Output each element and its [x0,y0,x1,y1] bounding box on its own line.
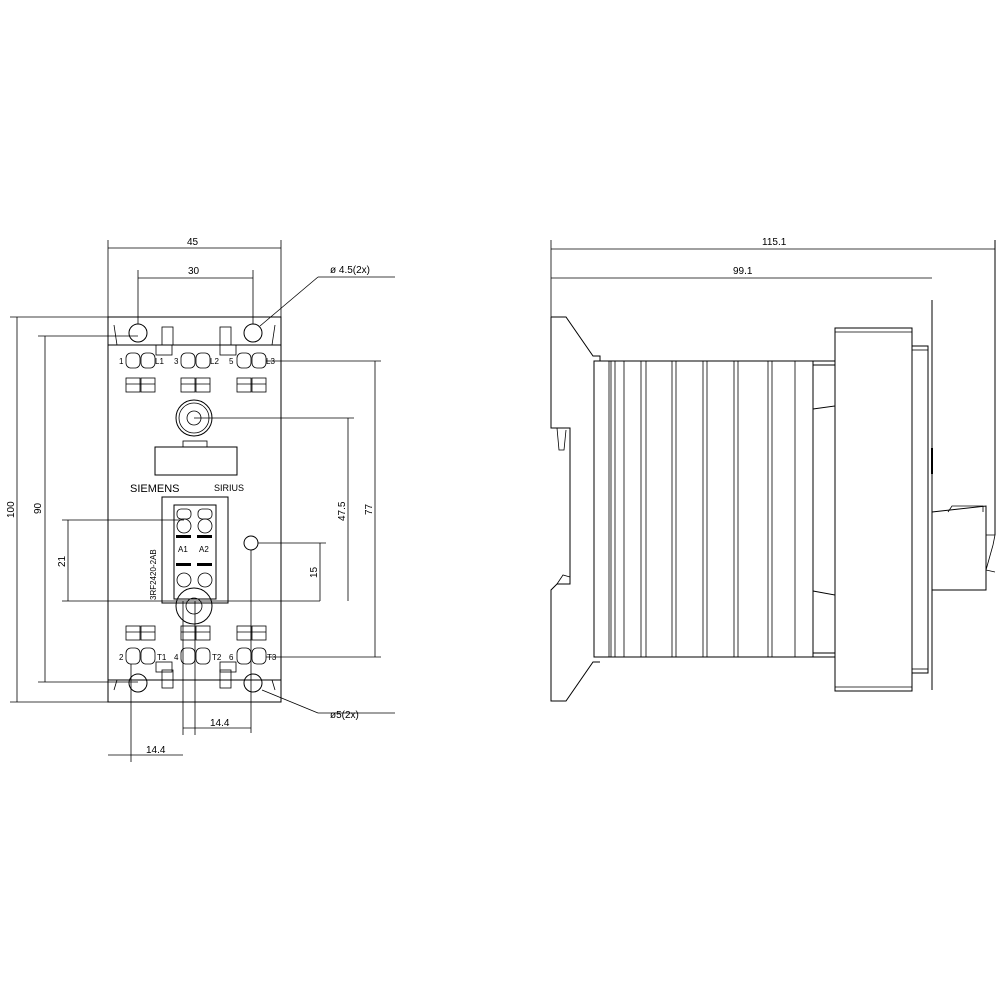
dim-height-77: 77 [364,503,375,515]
dim-depth-115-1: 115.1 [762,237,787,248]
heat-sink-fins [608,361,796,657]
top-terminals [125,352,267,393]
dim-hole-top: ø 4.5(2x) [330,265,370,276]
terminal-label: 1 [119,357,124,366]
side-dimension-lines [550,240,995,317]
dim-height-21: 21 [57,555,68,567]
mounting-hole [128,673,148,693]
dim-spacing-14-4: 14.4 [146,745,166,756]
dim-hole-bottom: ø5(2x) [330,710,359,721]
dim-height-90: 90 [33,502,44,514]
bottom-terminals [125,625,267,665]
terminal-label-a2: A2 [199,545,209,554]
front-view: 1 L1 3 L2 5 L3 SIEMENS SIRIUS A1 A2 3RF2… [6,237,395,762]
front-cover [911,345,929,674]
terminal-label: 2 [119,653,124,662]
heat-sink [593,360,814,658]
terminal-label: 5 [229,357,234,366]
label-window [154,446,238,476]
device-outline [107,316,282,703]
control-connector [931,505,987,591]
led-indicator [243,535,259,551]
mounting-hole [128,323,148,343]
terminal-label: 6 [229,653,234,662]
terminal-label: T3 [267,653,277,662]
terminal-label: L2 [210,357,219,366]
dim-depth-99-1: 99.1 [733,266,753,277]
mounting-hole [243,323,263,343]
terminal-label-a1: A1 [178,545,188,554]
dim-height-100: 100 [6,501,17,518]
dim-height-15: 15 [309,566,320,578]
terminal-label: L3 [266,357,275,366]
din-rail-clip [550,316,601,702]
side-view: 115.1 99.1 [550,237,996,702]
housing [834,327,913,692]
control-module [161,496,229,604]
front-dimension-lines [10,240,395,762]
dim-spacing-14-4: 14.4 [210,718,230,729]
terminal-label: 4 [174,653,179,662]
brand-logo: SIEMENS [130,483,180,495]
mounting-hole [243,673,263,693]
product-line-label: SIRIUS [214,483,244,493]
fixing-screw [175,587,213,625]
terminal-label: L1 [155,357,164,366]
terminal-label: T1 [157,653,167,662]
part-number: 3RF2420-2AB [149,549,158,600]
dim-height-47-5: 47.5 [337,501,348,521]
dim-width-45: 45 [187,237,199,248]
dim-width-30: 30 [188,266,200,277]
terminal-label: 3 [174,357,179,366]
terminal-label: T2 [212,653,222,662]
